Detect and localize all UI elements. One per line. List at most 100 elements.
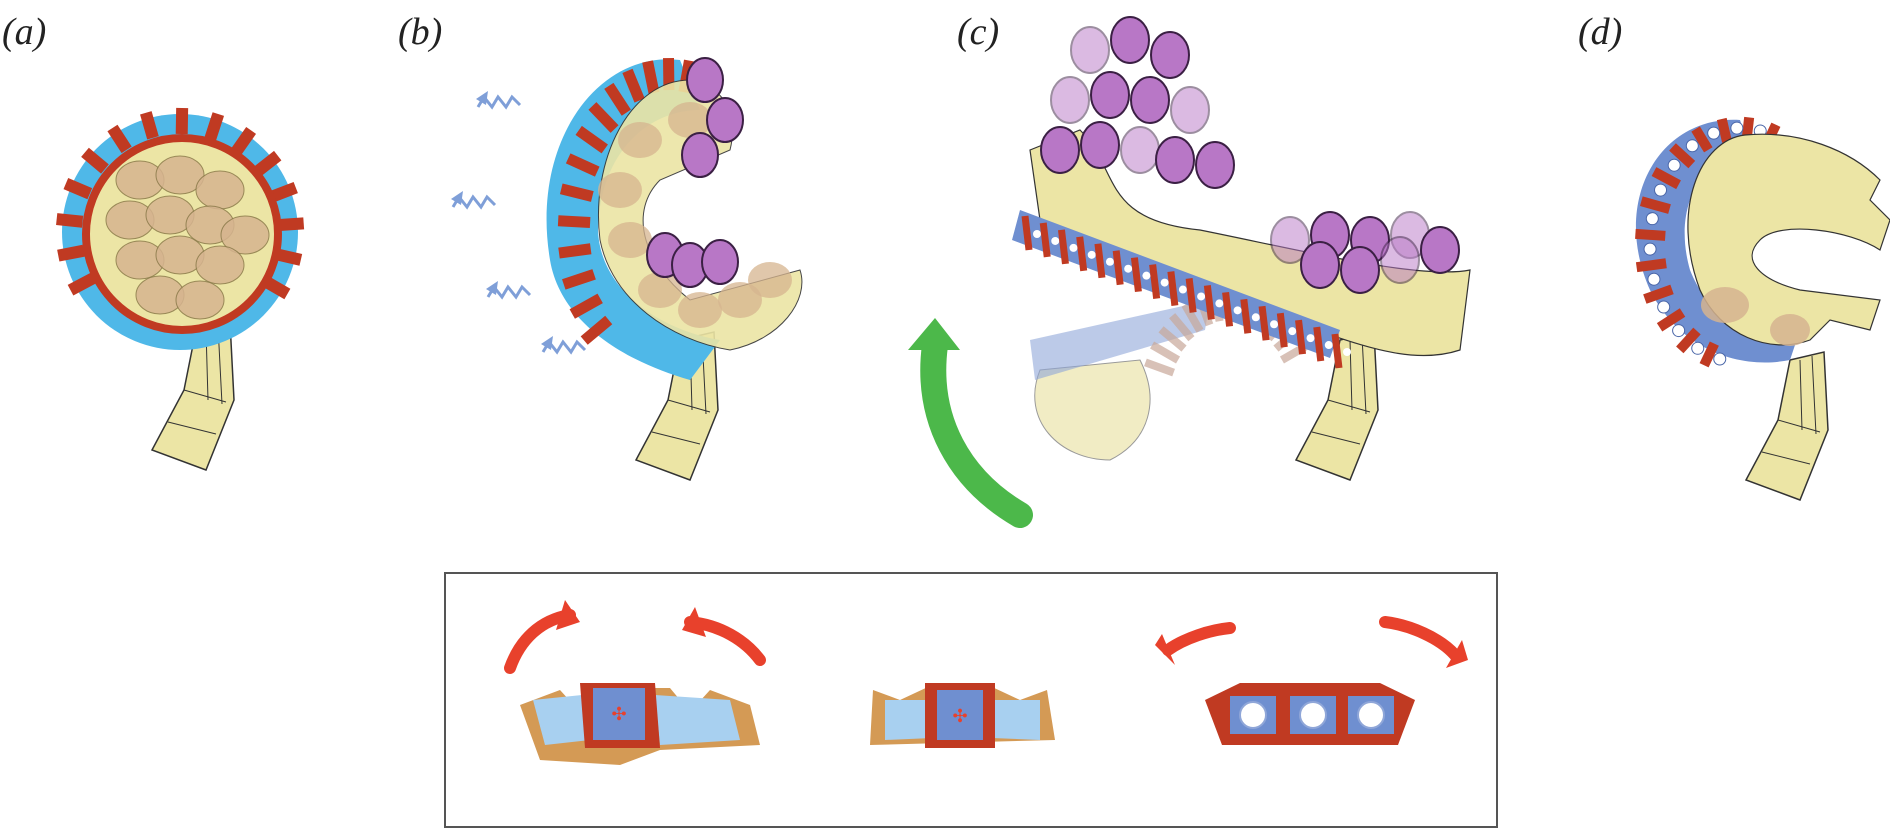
released-spore bbox=[1380, 236, 1420, 284]
panel-label-a: (a) bbox=[2, 11, 46, 53]
panel-c-ghost-lid bbox=[1034, 359, 1151, 461]
panel-d-remaining-spore bbox=[1770, 314, 1810, 346]
annulus-rib bbox=[253, 150, 282, 177]
annulus-rib bbox=[1130, 257, 1142, 293]
released-spore bbox=[1080, 121, 1120, 169]
annulus-rib bbox=[1276, 312, 1288, 348]
annulus-rib bbox=[575, 125, 608, 154]
released-spore bbox=[1150, 31, 1190, 79]
released-spore bbox=[1170, 86, 1210, 134]
inset-arrow-head bbox=[1446, 640, 1468, 668]
ghost-rib bbox=[1150, 341, 1181, 364]
evaporation-arrow-head bbox=[476, 91, 488, 105]
spore bbox=[195, 170, 245, 210]
inset-cell-lumen bbox=[593, 688, 645, 740]
panel-d-sporangium bbox=[1635, 116, 1890, 501]
annulus-rib bbox=[1635, 258, 1667, 273]
panel-label-b: (b) bbox=[398, 11, 442, 53]
annulus-rib bbox=[1295, 319, 1307, 355]
cavitation-bubble bbox=[1051, 236, 1060, 245]
cavitation-bubble bbox=[1707, 126, 1721, 140]
released-spore bbox=[1130, 76, 1170, 124]
annulus-rib bbox=[1222, 291, 1234, 327]
rotation-arrow-head bbox=[908, 318, 960, 350]
ghost-rib bbox=[1169, 313, 1195, 342]
spore bbox=[678, 292, 722, 328]
evaporation-arrow-head bbox=[451, 191, 463, 205]
spore bbox=[220, 215, 270, 255]
spore bbox=[638, 272, 682, 308]
panel-c-annulus-ribs bbox=[1021, 215, 1351, 369]
cavitation-bubble bbox=[1299, 701, 1327, 729]
annulus-rib bbox=[1635, 228, 1666, 241]
cavitation-bubble bbox=[1685, 139, 1699, 153]
annulus-rib bbox=[1651, 167, 1681, 190]
panel-a-spores bbox=[105, 155, 270, 320]
spore bbox=[155, 155, 205, 195]
cavitation-bubble bbox=[1233, 306, 1242, 315]
cavitation-bubble bbox=[1142, 271, 1151, 280]
released-spore bbox=[1050, 76, 1090, 124]
annulus-rib bbox=[1699, 341, 1719, 368]
cavitation-bubble bbox=[1306, 334, 1315, 343]
annulus-rib bbox=[1094, 243, 1106, 279]
spore bbox=[175, 280, 225, 320]
annulus-rib bbox=[204, 112, 225, 141]
inset-arrow bbox=[1379, 616, 1461, 661]
annulus-rib bbox=[1240, 298, 1252, 334]
cavitation-bubble bbox=[1667, 158, 1681, 172]
spore bbox=[748, 262, 792, 298]
spore bbox=[598, 172, 642, 208]
inset-cell-lumen-left bbox=[885, 700, 932, 740]
cavitation-bubble bbox=[1270, 320, 1279, 329]
annulus-rib bbox=[562, 269, 596, 290]
annulus-rib bbox=[558, 243, 592, 259]
inset-cell-lumen-right bbox=[990, 700, 1040, 740]
cavitation-bubble bbox=[1105, 257, 1114, 266]
annulus-rib bbox=[622, 68, 645, 103]
released-spore bbox=[706, 97, 744, 143]
annulus-rib bbox=[604, 82, 631, 116]
panel-c-sporangium bbox=[908, 16, 1471, 528]
inset-arrow-head bbox=[1155, 634, 1175, 665]
cavitation-bubble bbox=[1160, 278, 1169, 287]
annulus-rib bbox=[565, 153, 600, 177]
inset-cell-tensed: ✣ bbox=[870, 683, 1055, 748]
panel-b-evaporation-arrows bbox=[451, 91, 587, 355]
cavitation-bubble bbox=[1251, 313, 1260, 322]
annulus-rib bbox=[580, 315, 613, 345]
annulus-rib bbox=[1039, 222, 1051, 258]
cavitation-bubble bbox=[1124, 264, 1133, 273]
annulus-rib bbox=[277, 217, 305, 232]
inset-arrow-head bbox=[682, 607, 706, 637]
inset-cell-inward-arrows: ✣ bbox=[952, 706, 967, 727]
inset-cell-lumen bbox=[937, 690, 983, 740]
evaporation-arrow-head bbox=[541, 336, 553, 350]
annulus-rib bbox=[81, 147, 109, 174]
annulus-rib bbox=[1669, 143, 1696, 169]
spore bbox=[668, 102, 712, 138]
cavitation-bubble bbox=[1033, 230, 1041, 238]
inset-cell-cavitated bbox=[1155, 616, 1468, 745]
annulus-rib bbox=[140, 111, 159, 140]
released-spore bbox=[1155, 136, 1195, 184]
spore bbox=[718, 282, 762, 318]
panel-b-spores bbox=[598, 102, 792, 328]
annulus-rib bbox=[1643, 284, 1674, 304]
cavitation-bubble bbox=[1069, 243, 1078, 252]
inset-cell-inward-arrows: ✣ bbox=[611, 704, 626, 725]
cavitation-bubble bbox=[1288, 327, 1297, 336]
annulus-rib bbox=[1057, 229, 1069, 265]
annulus-rib bbox=[559, 183, 594, 202]
annulus-rib bbox=[56, 213, 84, 228]
inset-frame bbox=[444, 572, 1498, 828]
released-spore bbox=[1090, 71, 1130, 119]
panel-b-annulus-ribs bbox=[557, 57, 695, 345]
inset-cell-lumen-right bbox=[655, 695, 740, 745]
cavitation-bubble bbox=[1691, 341, 1705, 355]
cavitation-bubble bbox=[1713, 352, 1727, 366]
annulus-rib bbox=[557, 215, 591, 228]
annulus-rib bbox=[1149, 264, 1161, 299]
annulus-rib bbox=[1656, 308, 1686, 332]
released-spore bbox=[1040, 126, 1080, 174]
